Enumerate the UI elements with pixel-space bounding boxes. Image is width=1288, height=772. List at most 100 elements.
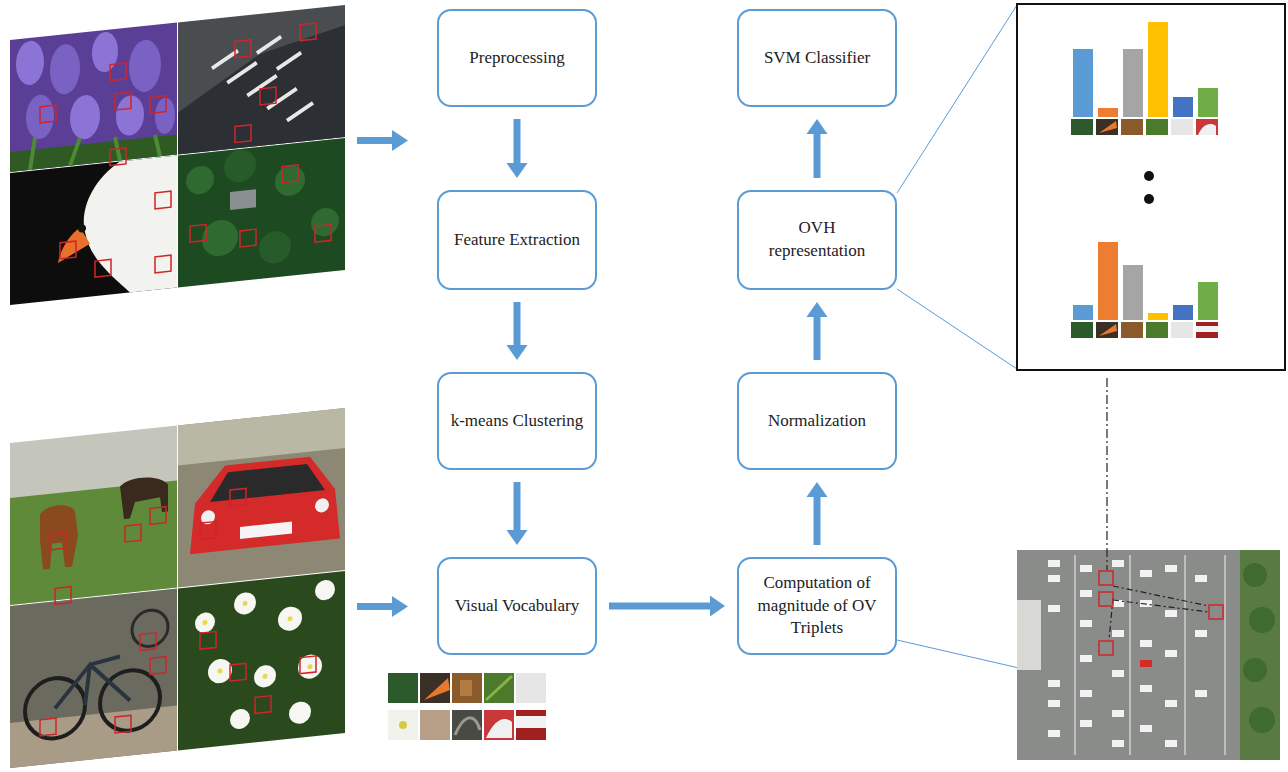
parking-lot-photo	[1048, 605, 1060, 612]
box-label: OVH representation	[749, 217, 885, 263]
arrow-shaft	[814, 316, 821, 360]
histogram-panel	[1173, 97, 1193, 117]
bike-photo	[55, 655, 130, 708]
arrow-shaft	[514, 482, 521, 531]
car-photo	[240, 522, 292, 539]
white-flower-photo	[263, 674, 268, 680]
parking-lot-photo	[1130, 555, 1131, 755]
flower-photo	[70, 94, 100, 141]
white-flower-photo	[308, 664, 313, 670]
histogram-panel	[1071, 322, 1093, 338]
parking-lot-photo	[1195, 575, 1207, 582]
sample-square	[95, 259, 111, 277]
flower-photo	[116, 94, 144, 137]
arrow-shaft	[814, 496, 821, 545]
forest-photo	[275, 164, 305, 197]
forest-photo	[186, 165, 214, 196]
parking-lot-photo	[1140, 685, 1152, 692]
arrow-shaft	[609, 603, 711, 610]
harbour-photo	[226, 61, 257, 84]
sample-square	[282, 165, 298, 183]
sample-square	[110, 63, 126, 81]
parking-lot-photo	[897, 378, 1280, 760]
histogram-panel	[1017, 4, 1285, 370]
histogram-panel	[1198, 88, 1218, 117]
sample-square	[235, 40, 251, 58]
parking-lot-photo	[1075, 555, 1225, 755]
parking-lot-photo	[1112, 710, 1124, 717]
parking-lot-photo	[1140, 660, 1152, 667]
parking-lot-photo	[1048, 700, 1060, 707]
arrow-head	[507, 163, 528, 178]
bike-photo	[132, 608, 168, 648]
parking-lot-photo	[1249, 707, 1275, 733]
cow-photo	[120, 475, 168, 520]
histogram-panel	[1123, 49, 1143, 117]
parking-lot-photo	[1106, 378, 1107, 570]
histogram-panel	[897, 289, 1017, 369]
histogram-panel	[1171, 322, 1193, 338]
arrow-head	[507, 345, 528, 360]
parking-lot-photo	[1240, 550, 1280, 760]
parking-lot-photo	[1109, 586, 1209, 640]
parking-lot-photo	[1048, 560, 1060, 567]
harbour-photo	[246, 74, 277, 97]
histogram-panel	[1121, 322, 1143, 338]
white-flower-photo	[195, 612, 215, 634]
histogram-panel	[1198, 124, 1216, 135]
input-arrow	[357, 603, 393, 610]
sample-square	[40, 718, 56, 736]
car-photo	[210, 462, 325, 502]
swan-photo	[10, 156, 177, 305]
vocabulary-patches	[424, 678, 450, 700]
arrow-head	[807, 482, 828, 497]
process-box: Computation of magnitude of OV Triplets	[737, 557, 897, 655]
vocabulary-patches	[399, 721, 407, 729]
parking-lot-photo	[1225, 555, 1226, 755]
parking-lot-photo	[1048, 730, 1060, 737]
box-label: Preprocessing	[469, 47, 564, 70]
histogram-panel	[1121, 119, 1143, 135]
sample-square	[155, 255, 171, 273]
parking-lot-photo	[1017, 600, 1041, 670]
parking-lot-photo	[1165, 650, 1177, 657]
sample-square	[155, 191, 171, 209]
vocabulary-patches	[455, 718, 480, 735]
histogram-panel	[1073, 49, 1093, 117]
process-box: SVM Classifier	[737, 9, 897, 107]
forest-photo	[178, 138, 345, 287]
swan-photo	[10, 156, 177, 305]
box-label: Computation of magnitude of OV Triplets	[749, 572, 885, 641]
sample-square	[300, 656, 316, 674]
sample-square	[150, 657, 166, 675]
white-flower-photo	[203, 594, 313, 685]
sample-square	[140, 633, 156, 651]
sample-square	[240, 229, 256, 247]
input-arrow	[357, 137, 393, 144]
parking-lot-photo	[1099, 571, 1113, 585]
vocabulary-patches	[420, 710, 450, 740]
flow-arrow	[507, 482, 528, 545]
vocabulary-patches	[388, 710, 418, 740]
white-flower-photo	[230, 708, 250, 730]
harbour-photo	[286, 101, 314, 122]
flow-arrow	[807, 302, 828, 360]
histogram-panel	[1196, 119, 1218, 135]
sample-square	[235, 125, 251, 143]
input-arrow	[392, 596, 408, 617]
sample-square	[260, 87, 276, 105]
vocabulary-patches	[420, 673, 450, 703]
parking-lot-photo	[1099, 592, 1113, 606]
sample-square	[40, 21, 331, 284]
histogram-panel	[1146, 322, 1168, 338]
arrow-shaft	[514, 302, 521, 346]
harbour-photo	[256, 35, 282, 55]
white-flower-photo	[288, 616, 293, 622]
car-photo	[178, 408, 345, 587]
vocabulary-patches	[460, 680, 472, 696]
harbour-photo	[178, 5, 345, 154]
car-photo	[178, 408, 345, 587]
sample-square	[150, 507, 166, 525]
histogram-panel	[1071, 119, 1093, 135]
